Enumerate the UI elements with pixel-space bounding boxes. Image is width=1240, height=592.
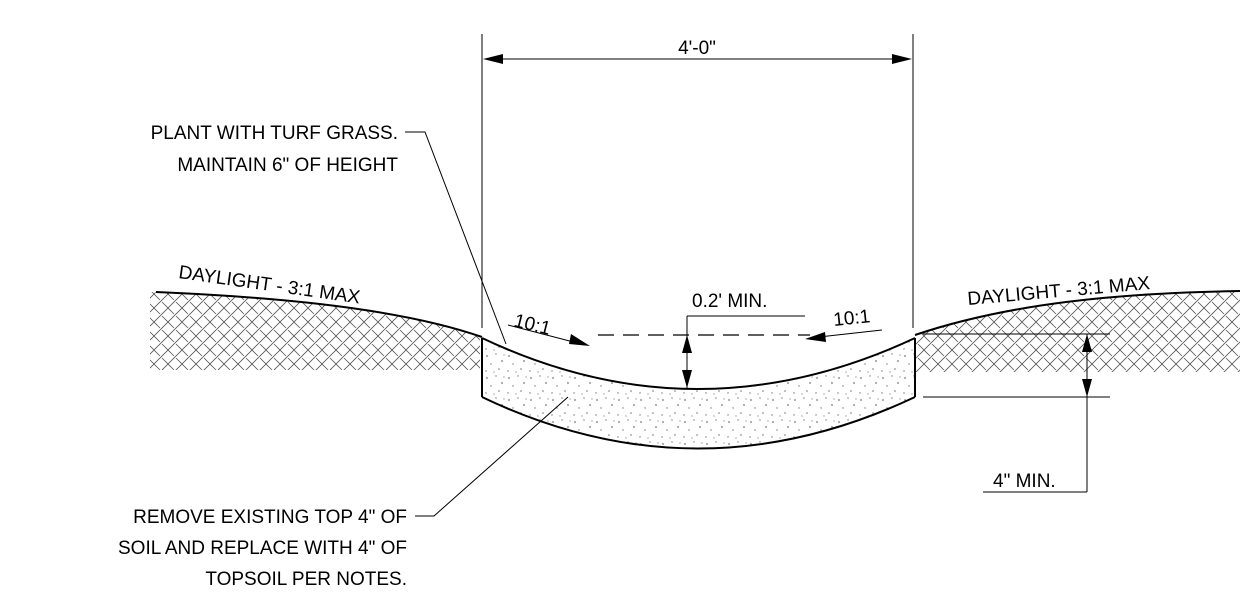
topsoil-dimension: [923, 333, 1110, 493]
depth-dimension-label: 0.2' MIN.: [692, 291, 767, 312]
remove-note-line-2: SOIL AND REPLACE WITH 4" OF: [118, 538, 407, 559]
width-dimension: [481, 34, 914, 328]
plant-note-line-1: PLANT WITH TURF GRASS.: [151, 123, 398, 144]
width-dimension-label: 4'-0": [678, 38, 716, 59]
plant-note: PLANT WITH TURF GRASS. MAINTAIN 6" OF HE…: [151, 123, 507, 345]
left-slope-arrow: [507, 324, 590, 346]
remove-note-line-3: TOPSOIL PER NOTES.: [205, 569, 407, 590]
right-slope-label: 10:1: [832, 306, 871, 331]
remove-note-leader: [415, 396, 569, 517]
plant-note-leader: [405, 131, 507, 345]
left-slope-label: 10:1: [512, 310, 553, 339]
right-slope-arrow: [805, 329, 883, 342]
depth-dimension: [682, 315, 805, 388]
remove-note: REMOVE EXISTING TOP 4" OF SOIL AND REPLA…: [118, 396, 569, 590]
topsoil-dimension-label: 4" MIN.: [993, 471, 1056, 492]
topsoil-layer: [481, 337, 916, 450]
remove-note-line-1: REMOVE EXISTING TOP 4" OF: [133, 507, 407, 528]
plant-note-line-2: MAINTAIN 6" OF HEIGHT: [177, 155, 398, 176]
